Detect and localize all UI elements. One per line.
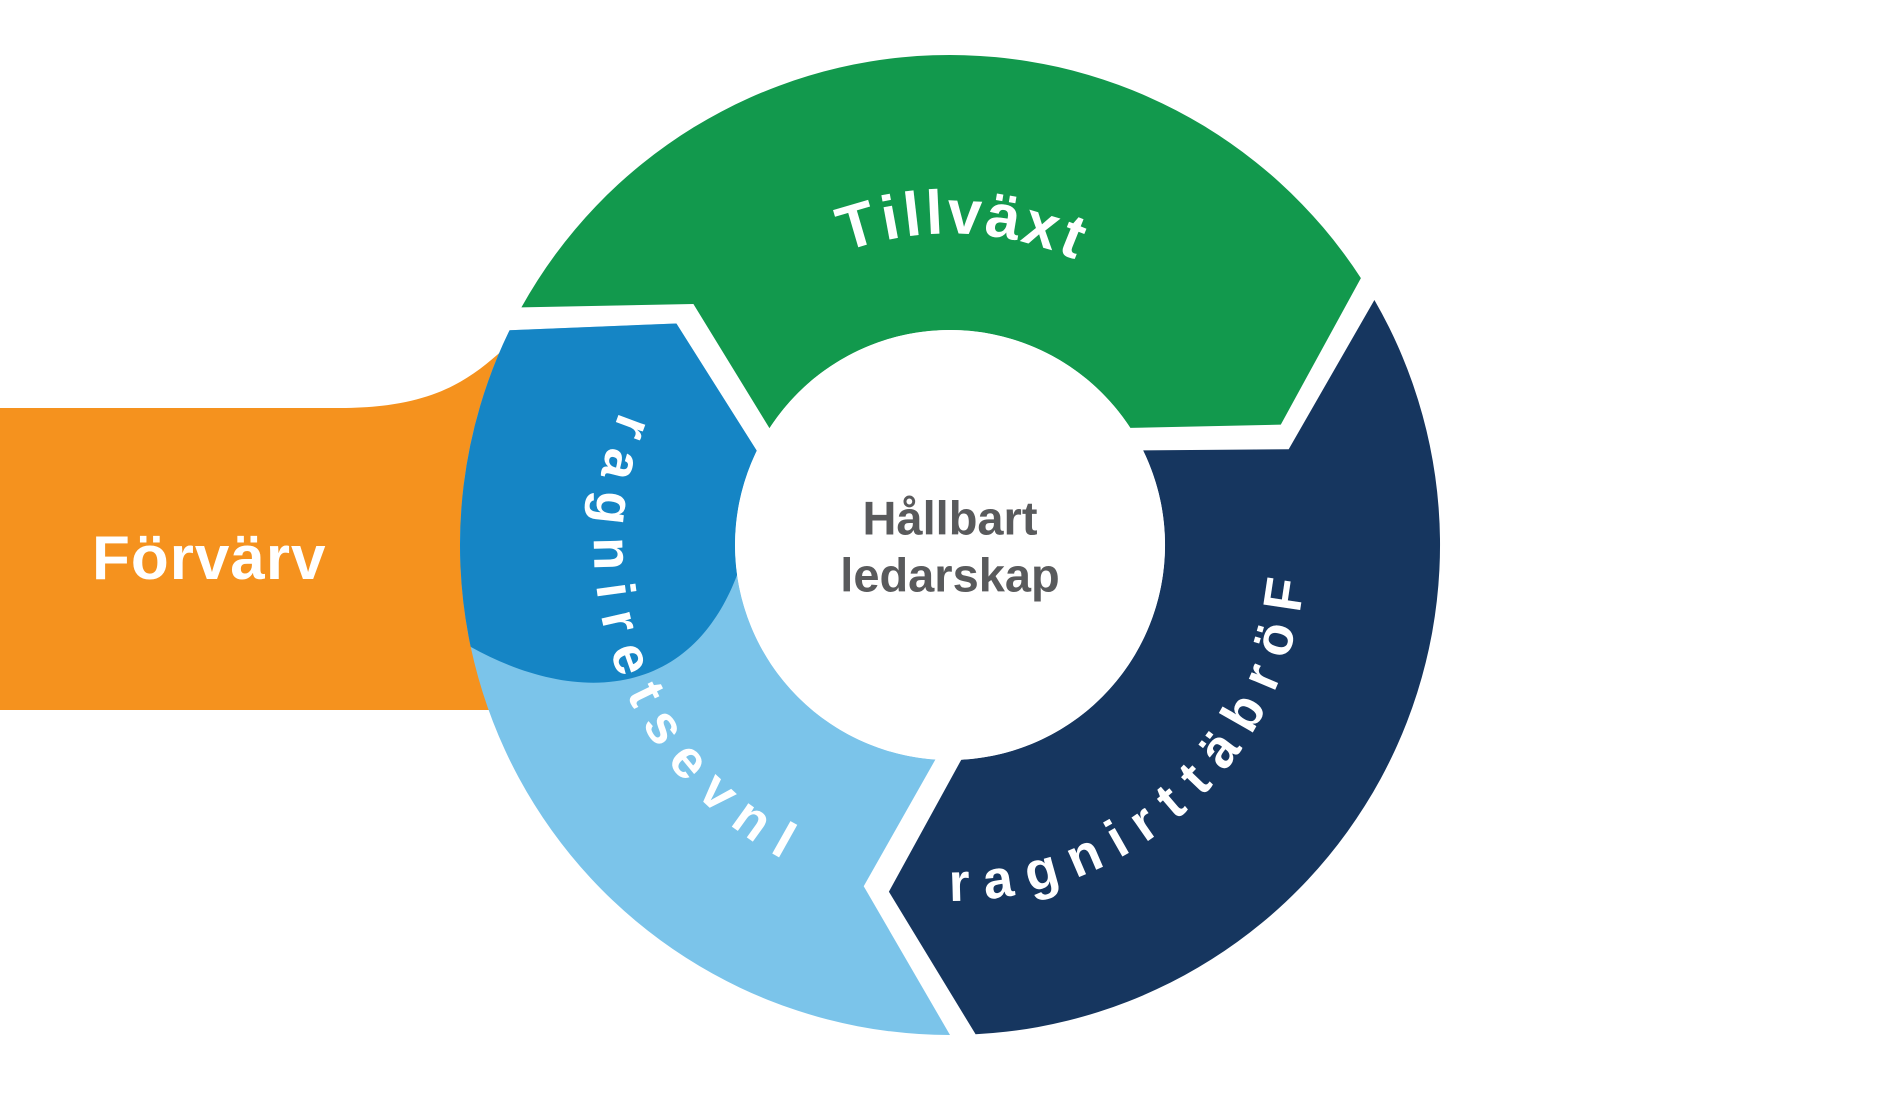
arc-char: g xyxy=(582,489,645,528)
arc-char: l xyxy=(924,179,944,249)
center-label: Hållbart ledarskap xyxy=(840,490,1059,605)
center-label-line1: Hållbart xyxy=(862,491,1038,545)
acquisition-banner-label: Förvärv xyxy=(92,524,327,593)
hub-circle xyxy=(735,330,1165,760)
arc-char: r xyxy=(948,853,971,914)
segment-tillvaxt xyxy=(521,54,1361,429)
segment-investeringar-overlay xyxy=(459,323,757,683)
center-label-line2: ledarskap xyxy=(840,549,1060,602)
arc-char: n xyxy=(582,536,643,571)
arc-char: v xyxy=(946,178,984,248)
segment-forbattringar xyxy=(888,300,1441,1035)
